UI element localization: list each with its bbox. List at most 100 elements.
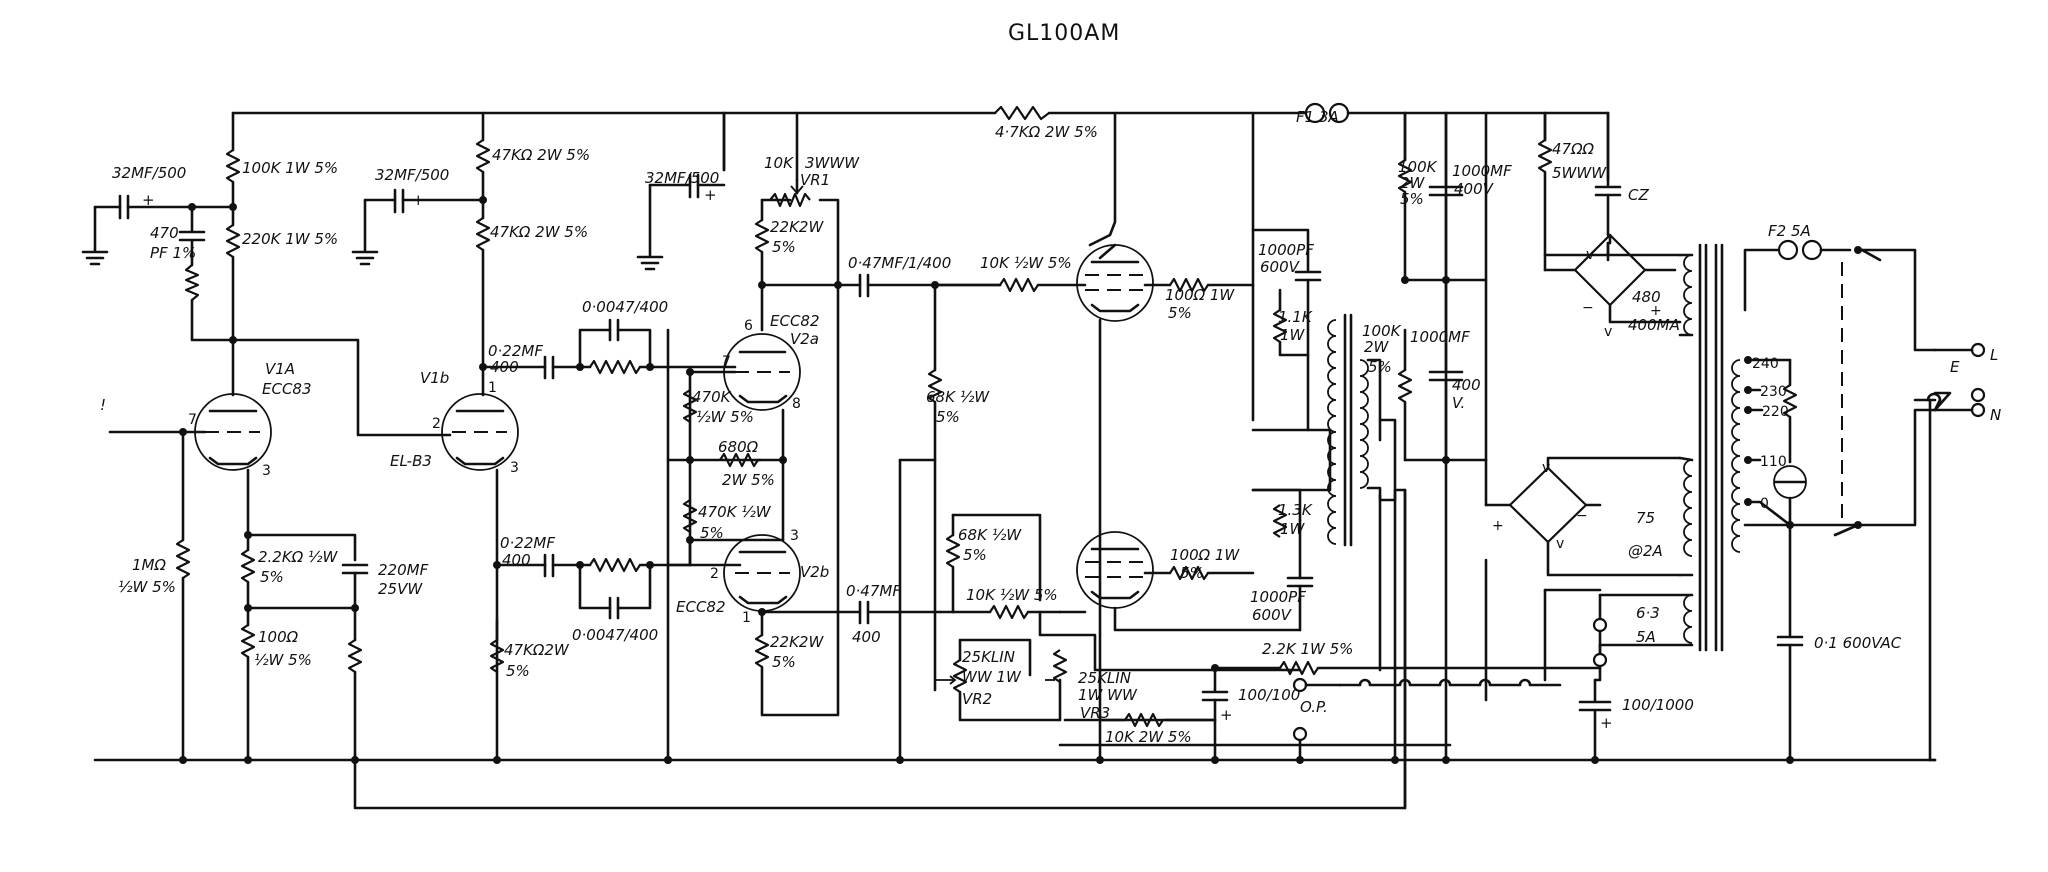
output-tube-top-icon [1076,244,1154,322]
t480-label-b: 400MA [1628,316,1680,334]
pin-3: 3 [790,528,799,544]
tap-110: 110 [1760,454,1787,470]
c047-top-label: 0·47MF/1/400 [848,254,951,272]
vr2-label-c: VR2 [962,690,992,708]
r1m-label-a: 1MΩ [132,556,166,574]
ecc82-bot-label: ECC82 [676,598,726,616]
pin-7: 7 [722,354,731,370]
bridge-minus: − [1582,300,1594,316]
r470k-top-label-b: ½W 5% [696,408,754,426]
r680-label-b: 2W 5% [722,471,775,489]
c047-bot-label-a: 0·47MF [846,582,901,600]
vr3-label-a: 25KLIN [1078,669,1131,687]
r47k-bot-label-b: 5% [506,662,530,680]
t63-label-b: 5A [1636,628,1656,646]
r100k2w-label-a: 100K [1398,158,1438,176]
vr3-label-c: VR3 [1080,704,1110,722]
schematic-title: GL100AM [1008,21,1120,46]
c1000pf-bot-label-a: 1000PF [1250,588,1306,606]
r100-top-label-b: 5% [1168,304,1192,322]
v1a-stage: 32MF/500 + 470 PF 1% 100K 1W 5% 220K 1W … [81,149,452,762]
t63-label-a: 6·3 [1636,604,1660,622]
t75-label-a: 75 [1636,509,1655,527]
r220k-label: 220K 1W 5% [242,230,338,248]
vr2-label-b: WW 1W [962,668,1022,686]
c022-bot-label-b: 400 [502,551,531,569]
bridge-rectifier-bottom-icon [1508,466,1588,544]
r1m-label-b: ½W 5% [118,578,176,596]
vr1-label-b: 3WWW [805,154,860,172]
v1a-label-b: ECC83 [262,380,312,398]
tap-240: 240 [1752,356,1779,372]
plus-sign: + [1220,706,1233,724]
plus-sign: + [412,191,425,209]
ground-junctions [179,756,1450,764]
op-terminal-bottom [1292,726,1308,742]
input-mark: ! [100,396,106,414]
vr3-label-b: 1W WW [1078,686,1138,704]
r68k-mid-label-a: 68K ½W [926,388,990,406]
c022-bot-label-a: 0·22MF [500,534,555,552]
pin-3: 3 [262,463,271,479]
pin-8: 8 [792,396,801,412]
r100-top-label-a: 100Ω 1W [1165,286,1235,304]
c1000pf-bot-label-b: 600V [1252,606,1293,624]
c100-100-label: 100/100 [1238,686,1300,704]
bridge-ac: v [1556,536,1564,552]
c32mf-a-label: 32MF/500 [112,164,186,182]
pin-6: 6 [744,318,753,334]
r1k-bot-label-a: 1.3K [1278,501,1313,519]
tap-0: 0 [1760,496,1769,512]
cz-label: CZ [1628,186,1649,204]
r68k-low-label-b: 5% [963,546,987,564]
c1000-top-label-a: 1000MF [1452,162,1512,180]
output-stage: 10K ½W 5% 68K ½W 5% 100Ω 1W 5% 100Ω [896,108,1438,764]
r22k-bot-label-b: 5% [772,653,796,671]
c100-1000-label: 100/1000 [1622,696,1694,714]
v2a-label: V2a [790,330,819,348]
c0047-top-label: 0·0047/400 [582,298,668,316]
c32mf-c-label: 32MF/500 [645,169,719,187]
r100k2w-b2-label-b: 2W [1364,338,1390,356]
bridge-ac: v [1586,247,1594,263]
r47-5w-label-b: 5WWW [1552,164,1607,182]
r10k-low-label: 10K ½W 5% [966,586,1058,604]
r47k-a-label: 47KΩ 2W 5% [492,146,590,164]
r100-half-label-b: ½W 5% [254,651,312,669]
c1000-mid-label-a: 1000MF [1410,328,1470,346]
pin-1: 1 [488,380,497,396]
terminal-l-label: L [1990,346,1998,364]
ecc82-top-label: ECC82 [770,312,820,330]
c1000-mid-label-c: V. [1452,394,1465,412]
v1b-tube-icon [441,393,519,471]
terminal-e-label: E [1950,358,1960,376]
fuse1-label: F1 3A [1296,108,1339,126]
bridge-minus: − [1576,508,1588,524]
t480-label-a: 480 [1632,288,1661,306]
c1000pf-top-label-a: 1000PF [1258,241,1314,259]
c1000-mid-label-b: 400 [1452,376,1481,394]
pin-2: 2 [710,566,719,582]
c0047-bot-label: 0·0047/400 [572,626,658,644]
r470k-top-label-a: 470K [692,388,732,406]
r100k2w-label-c: 5% [1400,190,1424,208]
vr1-label-c: VR1 [800,171,830,189]
c470pf-label-b: PF 1% [150,244,196,262]
r100k2w-b2-label-a: 100K [1362,322,1402,340]
plus-sign: + [142,191,155,209]
r47-5w-label-a: 47ΩΩ [1552,140,1595,158]
r100k-label: 100K 1W 5% [242,159,338,177]
fuse2-label: F2 5A [1768,222,1811,240]
r100k2w-label-b: 2W [1400,174,1426,192]
pin-7: 7 [188,412,197,428]
plus-sign: + [1600,714,1613,732]
op-label: O.P. [1300,698,1328,716]
r22k-half-label-b: 5% [260,568,284,586]
r47k-b-label: 47KΩ 2W 5% [490,223,588,241]
c022-top-label-a: 0·22MF [488,342,543,360]
pin-1: 1 [742,610,751,626]
bridge-plus: + [1650,303,1662,319]
c220-label-b: 25VW [378,580,423,598]
terminal-n-label: N [1990,406,2001,424]
